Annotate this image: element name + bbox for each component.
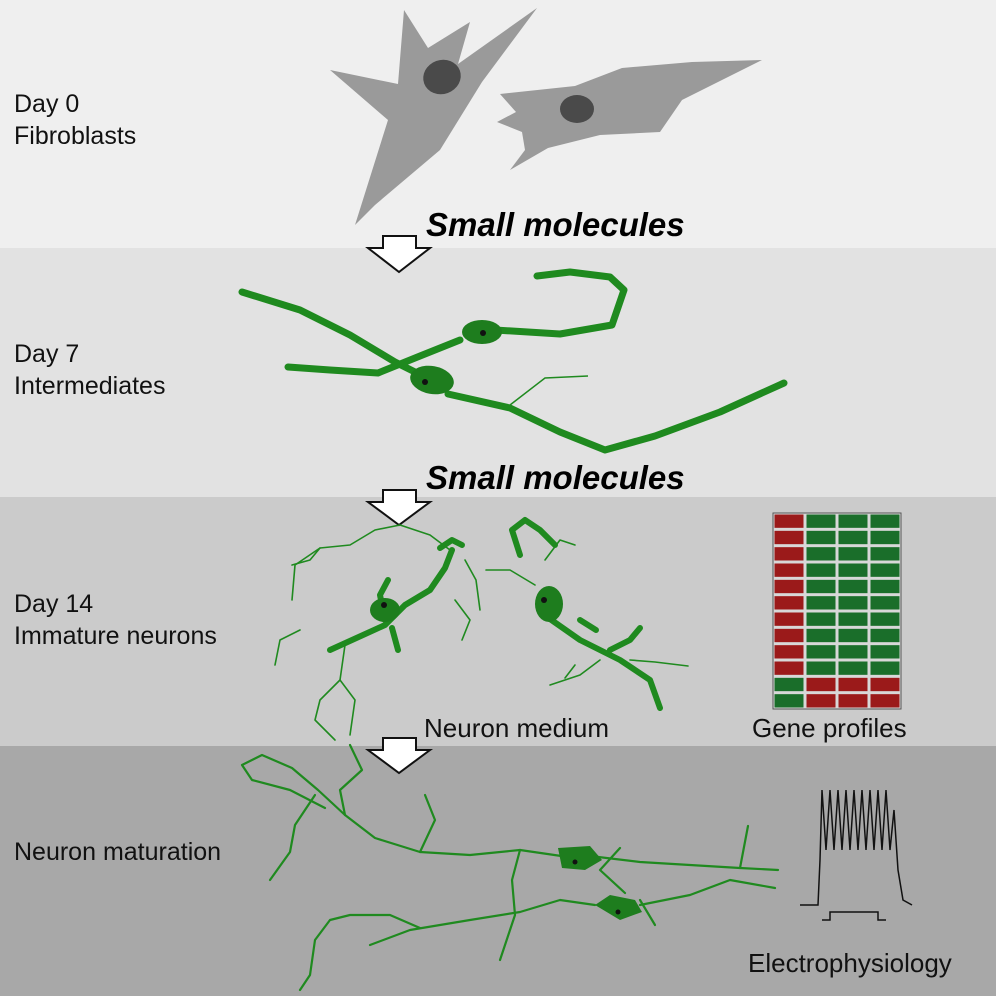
intermediate-cells <box>238 268 788 454</box>
heatmap-cell <box>870 661 900 675</box>
heatmap-cell <box>838 596 868 610</box>
heatmap-cell <box>774 563 804 577</box>
arrow-3 <box>364 737 434 775</box>
heatmap-cell <box>806 563 836 577</box>
heatmap-cell <box>838 628 868 643</box>
intermediate-soma-2 <box>410 365 454 395</box>
heatmap-cell <box>838 645 868 659</box>
heatmap-cell <box>870 612 900 626</box>
heatmap-cell <box>806 579 836 594</box>
fibroblast-nucleus-2 <box>560 95 594 123</box>
heatmap-cell <box>774 694 804 708</box>
heatmap-cell <box>806 677 836 692</box>
heatmap-cell <box>806 612 836 626</box>
heatmap-frame <box>772 512 902 710</box>
stage-band-day7 <box>0 248 996 497</box>
arrow-2 <box>364 489 434 527</box>
heatmap-cell <box>774 579 804 594</box>
intermediate-neurite-thin <box>509 375 589 406</box>
immature-neurons <box>274 517 689 741</box>
heatmap-cell <box>806 628 836 643</box>
heatmap-cell <box>774 514 804 528</box>
heatmap-cell <box>838 530 868 545</box>
heatmap-cell <box>870 645 900 659</box>
heatmap-cell <box>774 547 804 561</box>
stage-label-maturation: Neuron maturation <box>14 838 222 866</box>
fibroblast-cell-1 <box>330 8 537 225</box>
mature-neurons <box>240 743 780 992</box>
heatmap-cell <box>806 530 836 545</box>
heatmap-cell <box>870 530 900 545</box>
heatmap-cell <box>806 694 836 708</box>
heatmap-cell <box>806 596 836 610</box>
electrophysiology-trace <box>800 789 913 921</box>
heatmap-cell <box>870 563 900 577</box>
transition-label-3: Neuron medium <box>424 713 609 743</box>
heatmap-cell <box>774 677 804 692</box>
heatmap-cell <box>870 547 900 561</box>
fibroblast-cells <box>330 8 762 225</box>
stage-band-maturation <box>0 746 996 996</box>
heatmap-cell <box>838 514 868 528</box>
heatmap-cell <box>838 661 868 675</box>
transition-arrows <box>364 235 434 775</box>
heatmap-cell <box>806 645 836 659</box>
fibroblast-cell-2 <box>497 60 762 170</box>
heatmap-cell <box>774 661 804 675</box>
immature-soma-1 <box>370 598 400 622</box>
heatmap-cell <box>838 579 868 594</box>
heatmap-cell <box>870 677 900 692</box>
gene-profiles-caption: Gene profiles <box>752 713 907 743</box>
heatmap-cell <box>806 514 836 528</box>
mature-soma-2 <box>595 895 642 920</box>
heatmap-cell <box>870 579 900 594</box>
heatmap-cell <box>870 514 900 528</box>
heatmap-cell <box>806 661 836 675</box>
heatmap-cell <box>838 612 868 626</box>
heatmap-cell <box>870 596 900 610</box>
heatmap-cell <box>838 563 868 577</box>
heatmap-cell <box>774 612 804 626</box>
fibroblast-nucleus-1 <box>423 59 461 95</box>
heatmap-cell <box>870 628 900 643</box>
transition-label-2: Small molecules <box>426 459 685 496</box>
heatmap-cell <box>838 547 868 561</box>
mature-soma-1 <box>558 846 602 870</box>
transition-label-1: Small molecules <box>426 206 685 243</box>
heatmap-cell <box>870 694 900 708</box>
heatmap-cell <box>806 547 836 561</box>
gene-profile-heatmap <box>772 512 902 710</box>
heatmap-cell <box>774 645 804 659</box>
heatmap-cell <box>838 694 868 708</box>
heatmap-cell <box>838 677 868 692</box>
stimulus-step <box>822 911 886 921</box>
heatmap-cell <box>774 628 804 643</box>
electrophysiology-caption: Electrophysiology <box>748 948 952 978</box>
heatmap-cell <box>774 530 804 545</box>
arrow-1 <box>365 235 433 274</box>
immature-soma-2 <box>535 586 563 622</box>
heatmap-cell <box>774 596 804 610</box>
